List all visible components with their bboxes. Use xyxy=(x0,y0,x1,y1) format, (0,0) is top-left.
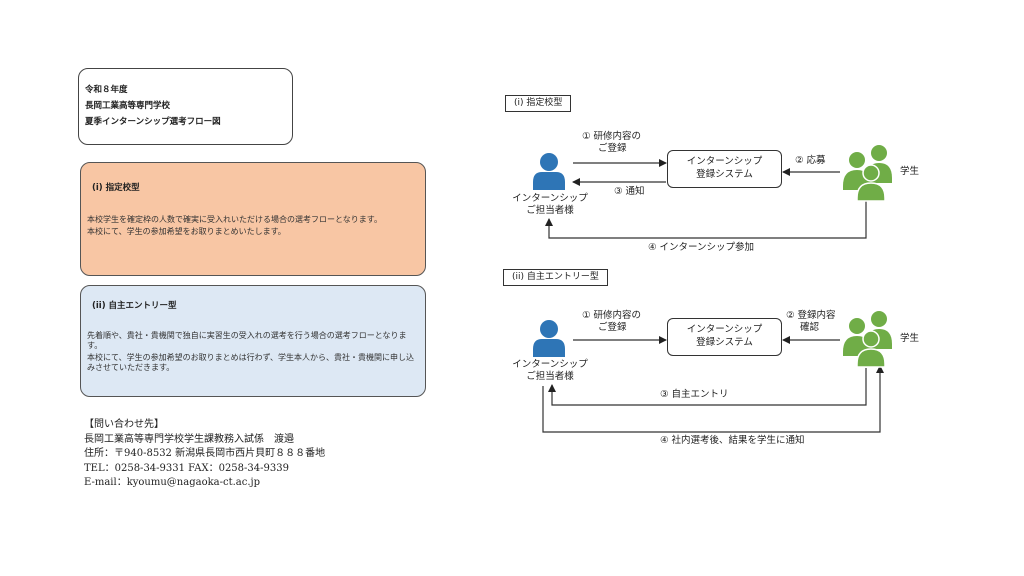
student-label: 学生 xyxy=(900,166,920,177)
flow-i-connectors xyxy=(545,159,867,239)
contact-department: 長岡工業高等専門学校学生課教務入試係 渡邉 xyxy=(84,433,294,445)
contact-address: 住所：〒940-8532 新潟県長岡市西片貝町８８８番地 xyxy=(84,448,326,459)
contact-tel-fax: TEL：0258-34-9331 FAX：0258-34-9339 xyxy=(84,462,289,474)
step3-label: ③ 通知 xyxy=(614,186,645,197)
arrow-step4-notify-student xyxy=(542,365,884,433)
contact-heading: 【問い合わせ先】 xyxy=(84,419,164,430)
title-school: 長岡工業高等専門学校 xyxy=(85,101,171,111)
arrow-step3-self-entry xyxy=(548,368,867,406)
title-box: 令和８年度 長岡工業高等専門学校 夏季インターンシップ選考フロー図 xyxy=(78,68,293,145)
system-line2: 登録システム xyxy=(696,169,753,180)
registration-system-box: インターンシップ 登録システム xyxy=(667,150,782,188)
step2-line1: ② 登録内容 xyxy=(786,310,836,321)
card-title: (ii) 自主エントリー型 xyxy=(92,301,177,311)
card-text: 本校にて、学生の参加希望のお取りまとめは行わず、学生本人から、貴社・貴機関に申し… xyxy=(87,353,415,372)
card-designated-school: (i) 指定校型 本校学生を確定枠の人数で確実に受入れいただける場合の選考フロー… xyxy=(80,162,426,276)
student-label: 学生 xyxy=(900,333,920,344)
flow-i-label: (i) 指定校型 xyxy=(505,95,572,112)
card-text: 本校学生を確定枠の人数で確実に受入れいただける場合の選考フローとなります。 xyxy=(87,215,382,224)
title-doc: 夏季インターンシップ選考フロー図 xyxy=(85,117,221,127)
step4-label: ④ インターンシップ参加 xyxy=(648,242,755,253)
step2-label: ② 応募 xyxy=(795,155,826,166)
system-line1: インターンシップ xyxy=(686,156,763,167)
company-label-line2: ご担当者様 xyxy=(526,371,574,382)
contact-info: 【問い合わせ先】 長岡工業高等専門学校学生課教務入試係 渡邉 住所：〒940-8… xyxy=(84,418,414,491)
students-group-icon xyxy=(843,145,892,202)
step1-line2: ご登録 xyxy=(598,143,627,154)
step1-line2: ご登録 xyxy=(598,322,627,333)
company-label: インターンシップ ご担当者様 xyxy=(505,359,595,383)
arrow-step4-participate xyxy=(545,198,867,239)
company-label-line1: インターンシップ xyxy=(512,193,588,204)
card-text: 本校にて、学生の参加希望をお取りまとめいたします。 xyxy=(87,227,286,236)
system-line1: インターンシップ xyxy=(686,324,763,335)
students-group-icon xyxy=(843,311,892,368)
step1-label: ① 研修内容の ご登録 xyxy=(582,131,641,155)
step1-line1: ① 研修内容の xyxy=(582,310,642,321)
company-label: インターンシップ ご担当者様 xyxy=(505,193,595,217)
step4-label: ④ 社内選考後、結果を学生に通知 xyxy=(660,435,805,446)
flow-ii-connectors xyxy=(542,336,884,433)
title-year: 令和８年度 xyxy=(85,85,128,95)
step1-label: ① 研修内容の ご登録 xyxy=(582,310,641,334)
step2-line2: 確認 xyxy=(800,322,820,333)
registration-system-box: インターンシップ 登録システム xyxy=(667,318,782,356)
company-label-line2: ご担当者様 xyxy=(526,205,574,216)
flow-ii-label: (ii) 自主エントリー型 xyxy=(503,269,608,286)
card-self-entry: (ii) 自主エントリー型 先着順や、貴社・貴機関で独自に実習生の受入れの選考を… xyxy=(80,285,426,397)
step3-label: ③ 自主エントリ xyxy=(660,389,729,400)
company-label-line1: インターンシップ xyxy=(512,359,588,370)
system-line2: 登録システム xyxy=(696,337,753,348)
company-person-icon xyxy=(533,320,565,357)
card-title: (i) 指定校型 xyxy=(92,183,140,193)
step2-label: ② 登録内容 確認 xyxy=(786,310,836,334)
step1-line1: ① 研修内容の xyxy=(582,131,642,142)
card-text: 先着順や、貴社・貴機関で独自に実習生の受入れの選考を行う場合の選考フローとなりま… xyxy=(87,331,407,350)
contact-email: E-mail：kyoumu@nagaoka-ct.ac.jp xyxy=(84,477,261,488)
company-person-icon xyxy=(533,153,565,190)
